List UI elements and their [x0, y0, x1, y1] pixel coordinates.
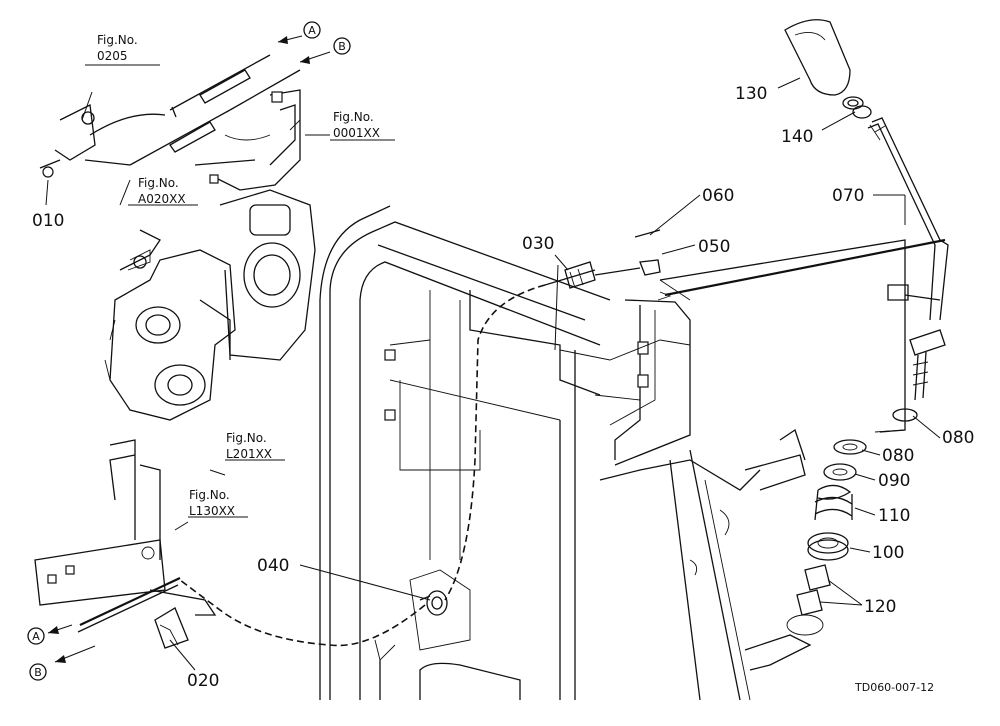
- marker-b-top: [333, 37, 351, 55]
- leader-lines: [45, 64, 941, 671]
- marker-a-bottom-label: A: [32, 630, 40, 643]
- fig-0205-number: 0205: [97, 49, 128, 63]
- fig-0001xx-number: 0001XX: [333, 126, 380, 140]
- fig-l130xx-number: L130XX: [189, 504, 235, 518]
- marker-a-top-label: A: [308, 24, 316, 37]
- part-120: 120: [864, 597, 896, 617]
- part-050: 050: [698, 237, 730, 257]
- part-030: 030: [522, 234, 554, 254]
- part-040: 040: [257, 556, 289, 576]
- marker-a-bottom: [27, 627, 45, 645]
- part-060: 060: [702, 186, 734, 206]
- shift-lever-assembly: [784, 19, 949, 616]
- marker-b-bottom-label: B: [34, 666, 42, 679]
- part-070: 070: [832, 186, 864, 206]
- fig-l201xx-label: Fig.No.: [226, 431, 267, 445]
- fig-0205-label: Fig.No.: [97, 33, 138, 47]
- part-090: 090: [878, 471, 910, 491]
- part-010: 010: [32, 211, 64, 231]
- main-frame-panel: [319, 205, 611, 700]
- part-080-upper: 080: [942, 428, 974, 448]
- fig-l201xx-number: L201XX: [226, 447, 272, 461]
- marker-a-top: [303, 21, 321, 39]
- part-number-labels: 130 140 070 060 050 030 010 040 020 080 …: [32, 84, 974, 691]
- fig-a020xx-number: A020XX: [138, 192, 186, 206]
- right-bracket: [559, 239, 906, 701]
- fig-0001xx-label: Fig.No.: [333, 110, 374, 124]
- connection-lines: [657, 238, 946, 433]
- part-140: 140: [781, 127, 813, 147]
- part-110: 110: [878, 506, 910, 526]
- marker-b-top-label: B: [338, 40, 346, 53]
- fig-a020xx-label: Fig.No.: [138, 176, 179, 190]
- marker-b-bottom: [29, 663, 47, 681]
- ab-arrows: [47, 35, 331, 663]
- cable-assemblies: [39, 54, 301, 191]
- part-080-lower: 080: [882, 446, 914, 466]
- part-020: 020: [187, 671, 219, 691]
- drawing-code: TD060-007-12: [854, 681, 934, 694]
- part-130: 130: [735, 84, 767, 104]
- part-100: 100: [872, 543, 904, 563]
- figure-references: Fig.No. 0205 Fig.No. 0001XX Fig.No. A020…: [97, 33, 380, 518]
- control-valve-housing: [104, 189, 316, 421]
- ab-markers: A B A B: [27, 21, 351, 681]
- lower-left-bracket: [34, 439, 217, 649]
- shift-cable-030: [179, 229, 661, 647]
- fig-l130xx-label: Fig.No.: [189, 488, 230, 502]
